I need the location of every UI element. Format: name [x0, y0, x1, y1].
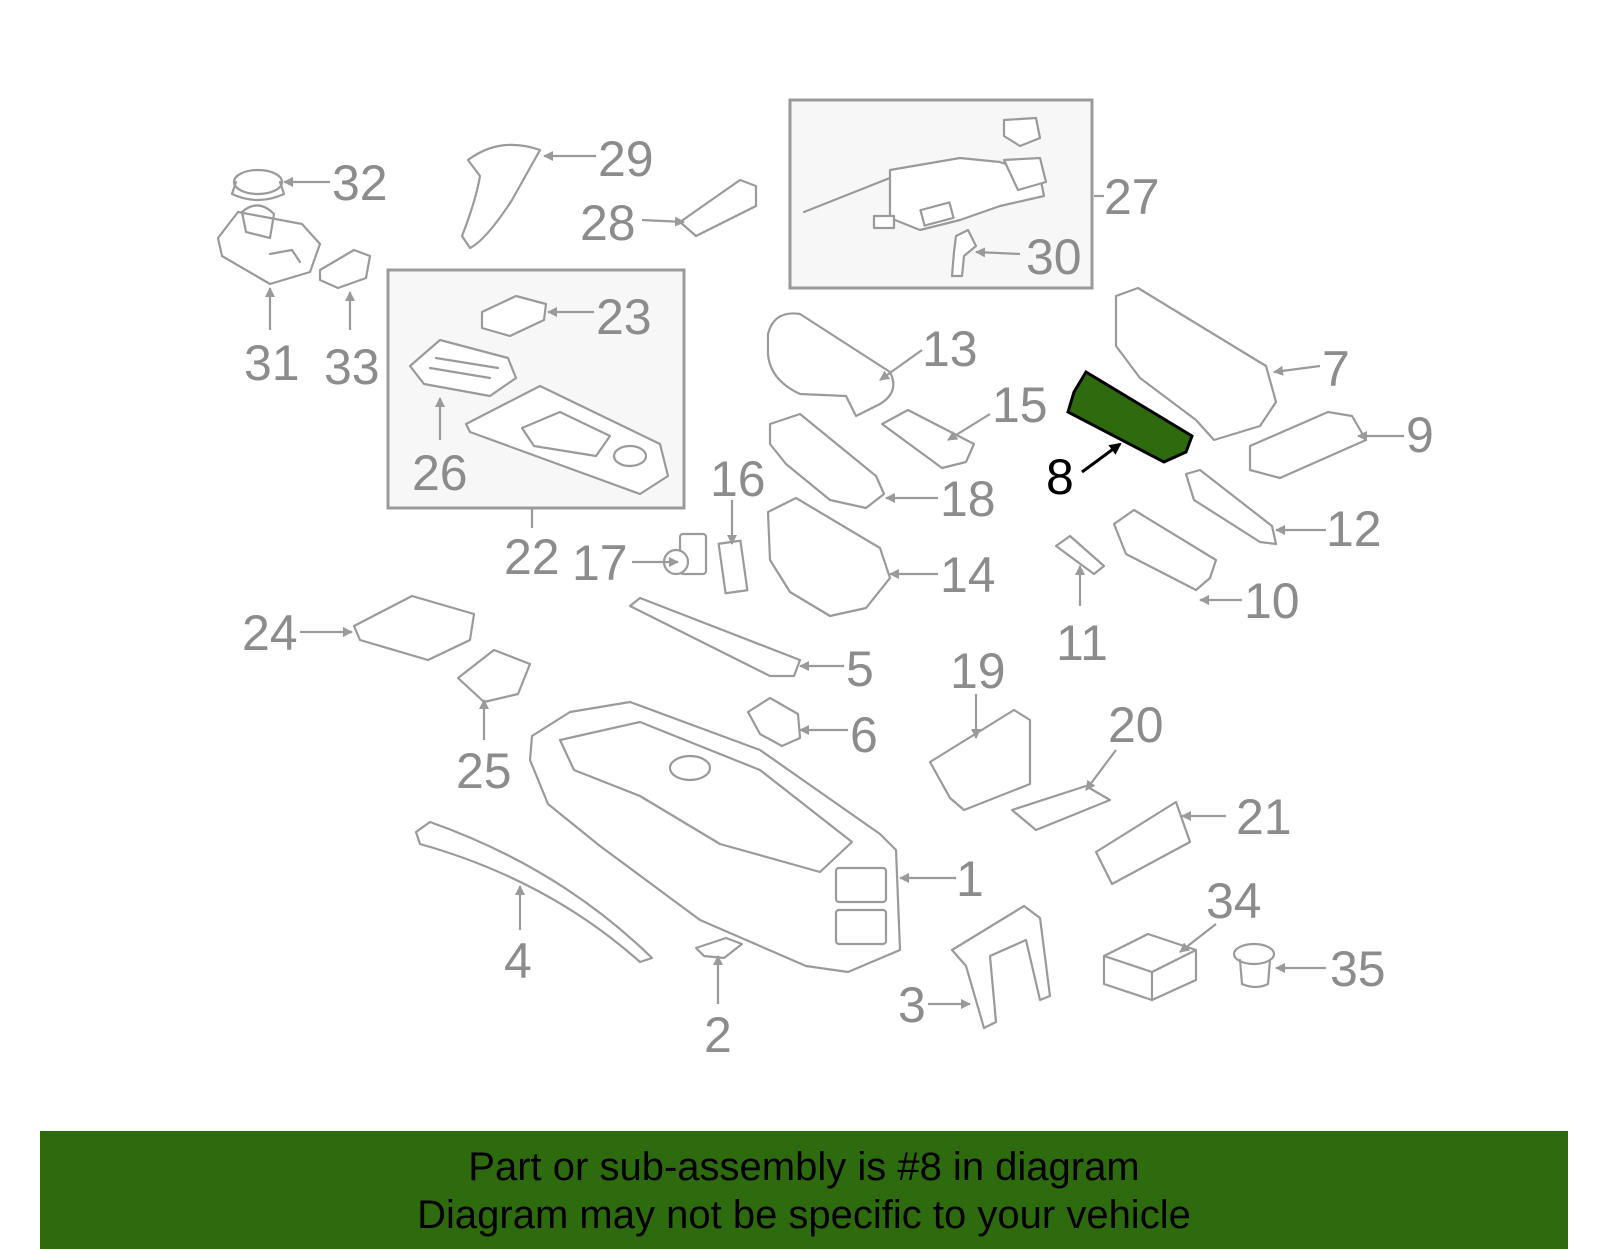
part-33-shape [318, 248, 372, 290]
part-3-shape [950, 904, 1052, 1030]
part-16-shape [717, 539, 749, 595]
callout-14: 14 [940, 547, 996, 603]
callout-6: 6 [850, 707, 878, 763]
callout-5: 5 [846, 641, 874, 697]
callout-8: 8 [1046, 449, 1074, 505]
part-19-shape [928, 708, 1032, 812]
part-29-shape [460, 143, 542, 250]
callout-28: 28 [580, 195, 636, 251]
part-25-shape [456, 648, 532, 704]
callout-1: 1 [956, 851, 984, 907]
part-8-shape [1066, 369, 1194, 464]
part-30-shape [950, 228, 978, 278]
callout-22: 22 [504, 529, 560, 585]
part-31-shape [216, 204, 322, 286]
callout-20: 20 [1108, 697, 1164, 753]
callout-21: 21 [1236, 789, 1292, 845]
callout-23: 23 [596, 289, 652, 345]
part-10-shape [1112, 508, 1218, 592]
callout-11: 11 [1056, 615, 1108, 671]
callout-17: 17 [572, 535, 628, 591]
callout-27: 27 [1104, 169, 1160, 225]
callout-31: 31 [244, 335, 300, 391]
banner-line-2: Diagram may not be specific to your vehi… [417, 1193, 1191, 1237]
part-26-shape [408, 338, 518, 398]
part-22-shape [464, 384, 670, 496]
part-9-shape [1248, 410, 1368, 480]
callout-labels: 1 2 3 4 5 6 7 8 9 10 11 12 13 14 15 16 1… [242, 131, 1434, 1063]
callout-7: 7 [1322, 341, 1350, 397]
part-7-shape [1114, 286, 1278, 442]
part-13-shape [766, 312, 895, 418]
part-32-shape [230, 168, 286, 202]
callout-9: 9 [1406, 407, 1434, 463]
part-23-shape [480, 294, 548, 338]
callout-4: 4 [504, 933, 532, 989]
part-5-shape [628, 596, 802, 678]
callout-15: 15 [992, 377, 1048, 433]
callout-35: 35 [1330, 941, 1386, 997]
part-35-shape [1232, 942, 1276, 989]
callout-26: 26 [412, 445, 468, 501]
info-banner: Part or sub-assembly is #8 in diagram Di… [40, 1131, 1568, 1249]
callout-3: 3 [898, 977, 926, 1033]
part-27-shape [802, 116, 1048, 232]
part-4-shape [414, 820, 654, 964]
callout-13: 13 [922, 321, 978, 377]
callout-34: 34 [1206, 873, 1262, 929]
leader-lines [265, 151, 1404, 1009]
callout-19: 19 [950, 643, 1006, 699]
part-28-shape [678, 178, 758, 238]
part-21-shape [1094, 800, 1192, 886]
banner-line-1: Part or sub-assembly is #8 in diagram [468, 1145, 1140, 1189]
callout-33: 33 [324, 339, 380, 395]
part-34-shape [1102, 932, 1198, 1002]
callout-29: 29 [598, 131, 654, 187]
callout-16: 16 [710, 451, 766, 507]
part-12-shape [1184, 468, 1278, 546]
part-15-shape [880, 408, 976, 470]
part-20-shape [1010, 784, 1112, 832]
part-17-shape [662, 532, 708, 576]
callout-25: 25 [456, 743, 512, 799]
part-14-shape [766, 496, 892, 618]
part-2-shape [694, 936, 744, 960]
callout-32: 32 [332, 155, 388, 211]
callout-12: 12 [1326, 501, 1382, 557]
part-11-shape [1054, 534, 1106, 576]
part-24-shape [352, 594, 476, 662]
part-18-shape [768, 412, 886, 510]
callout-18: 18 [940, 471, 996, 527]
callout-24: 24 [242, 605, 298, 661]
part-6-shape [746, 696, 802, 748]
callout-30: 30 [1026, 229, 1082, 285]
callout-2: 2 [704, 1007, 732, 1063]
callout-10: 10 [1244, 573, 1300, 629]
part-1-shape [528, 700, 902, 974]
